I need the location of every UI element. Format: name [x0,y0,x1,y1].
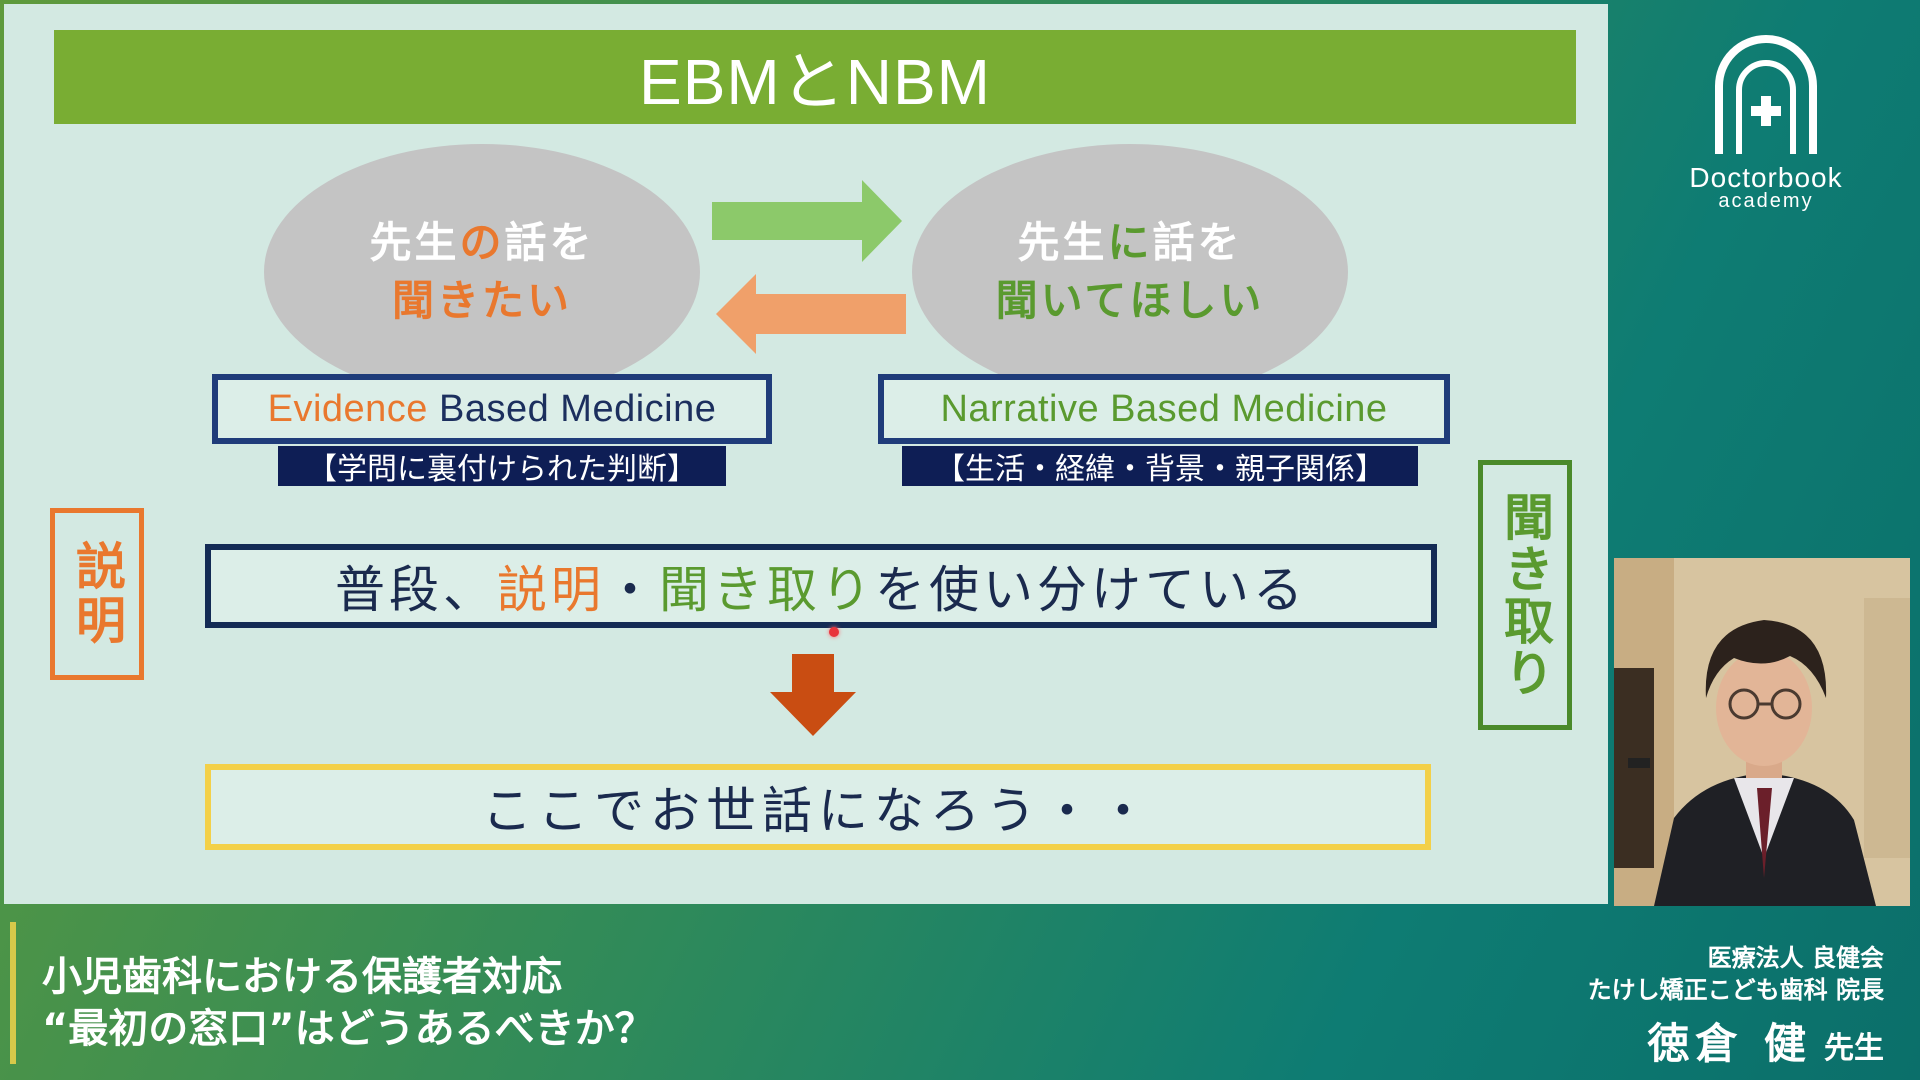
nbm-subtitle: 【生活・経緯・背景・親子関係】 [902,446,1418,487]
text-hanashi: 話を [504,218,595,267]
banner-title-line1: 小児歯科における保護者対応 [42,954,562,1000]
sentence-part-futsuu: 普段、 [335,561,497,619]
vertical-label-explanation: 説明 [50,508,144,680]
slide-title: EBMとNBM [639,46,991,118]
banner-accent-line [10,922,16,1064]
ellipse-nbm-line2: 聞いてほしい [995,276,1265,325]
nbm-label: Narrative Based Medicine [940,387,1388,430]
speaker-honorific: 先生 [1824,1031,1884,1066]
ellipse-nbm-line1: 先生に話を [1017,214,1242,272]
ebm-label-box: Evidence Based Medicine [212,374,772,444]
ebm-subtitle: 【学問に裏付けられた判断】 [278,446,726,487]
laser-pointer [829,627,839,637]
ellipse-ebm-line1: 先生の話を [369,214,594,272]
speaker-video-icon [1614,558,1910,906]
doctorbook-logo: Doctorbook academy [1656,34,1876,213]
sentence-part-rest: を使い分けている [875,561,1307,619]
vertical-label-listening: 聞き取り [1478,460,1572,730]
presentation-slide: EBMとNBM 先生の話を 聞きたい 先生に話を 聞いてほしい Evidence… [4,4,1608,904]
main-sentence-box: 普段、説明・聞き取りを使い分けている [205,544,1437,628]
result-box: ここでお世話になろう・・ [205,764,1431,850]
logo-name: Doctorbook [1689,162,1843,193]
arrow-right-icon [712,180,902,262]
sentence-part-kikitori: 聞き取り [659,561,875,619]
text-no: の [459,218,505,267]
ellipse-ebm-line2: 聞きたい [391,276,572,325]
sentence-part-setsumei: 説明 [497,561,605,619]
ellipse-nbm: 先生に話を 聞いてほしい [912,144,1348,400]
ebm-word-rest: Based Medicine [427,387,717,430]
text-sensei: 先生 [1017,218,1108,267]
arch-cross-icon [1715,35,1817,154]
speaker-name: 徳倉 健 [1647,1019,1812,1068]
ebm-word-evidence: Evidence [267,387,428,430]
banner-title-line2: “最初の窓口”はどうあるべきか？ [42,1006,655,1052]
arrow-left-icon [716,274,906,354]
sentence-part-dot: ・ [605,561,659,619]
speaker-organization: 医療法人 良健会 [1707,944,1884,972]
arrow-down-icon [770,654,856,736]
slide-title-bar: EBMとNBM [54,30,1576,124]
text-hanashi: 話を [1152,218,1243,267]
nbm-label-box: Narrative Based Medicine [878,374,1450,444]
speaker-clinic: たけし矯正こども歯科 院長 [1587,976,1884,1004]
ellipse-ebm: 先生の話を 聞きたい [264,144,700,400]
speaker-name-row: 徳倉 健 先生 [1647,1010,1884,1071]
logo-sub: academy [1718,190,1814,212]
text-sensei: 先生 [369,218,460,267]
vertical-label-explanation-text: 説明 [68,540,126,648]
speaker-webcam-feed [1614,558,1910,906]
text-ni: に [1107,218,1153,267]
vertical-label-listening-text: 聞き取り [1496,491,1554,699]
